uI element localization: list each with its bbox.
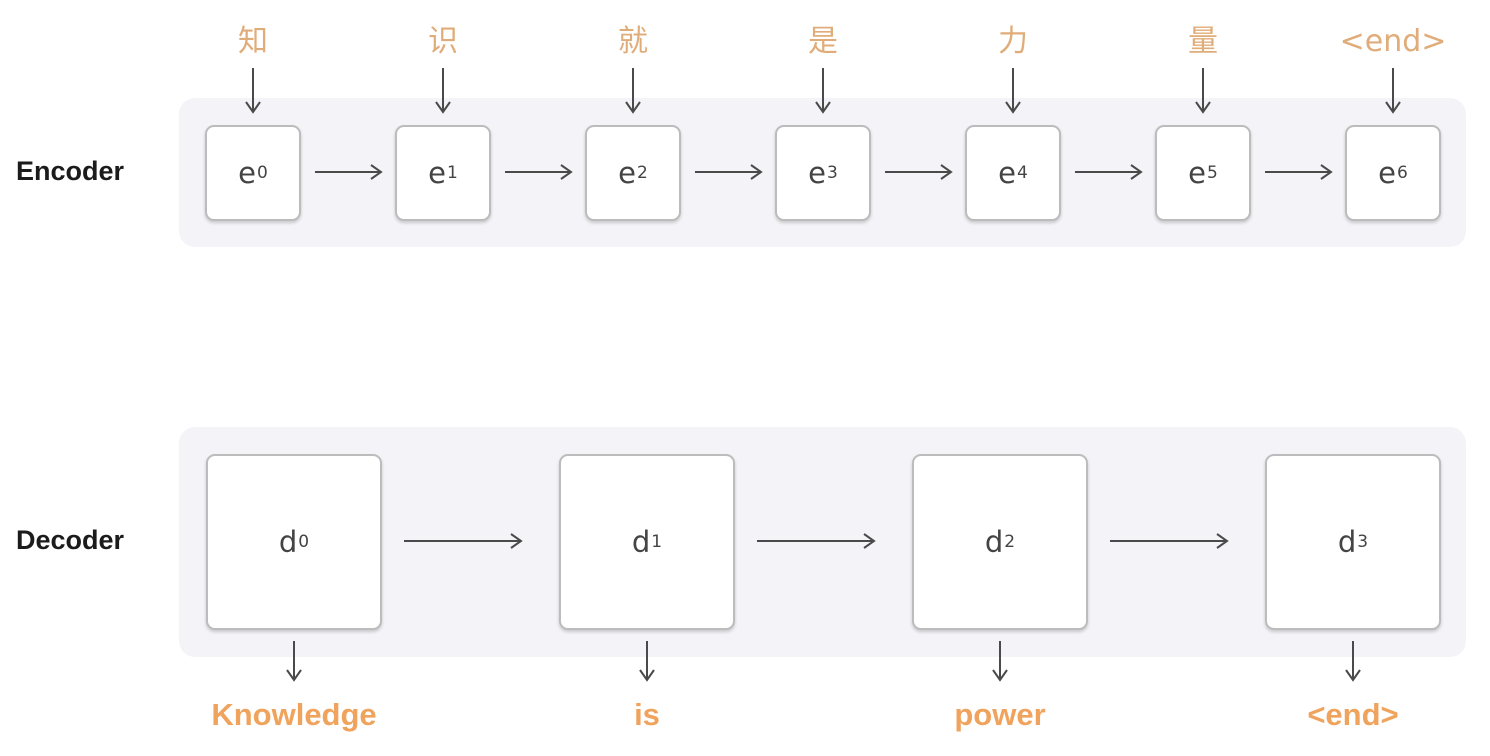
decoder-cell-2-base: d bbox=[984, 525, 1004, 559]
encoder-cell-3-subscript: 3 bbox=[827, 163, 838, 183]
encoder-cell-3-base: e bbox=[808, 156, 826, 190]
encoder-cell-1-base: e bbox=[428, 156, 446, 190]
encoder-flow-arrow-0 bbox=[315, 164, 383, 180]
encoder-input-token-0: 知 bbox=[238, 24, 268, 59]
encoder-input-token-3: 是 bbox=[808, 24, 838, 59]
encoder-input-token-2: 就 bbox=[618, 24, 648, 59]
decoder-cell-3-base: d bbox=[1337, 525, 1357, 559]
encoder-cell-5-subscript: 5 bbox=[1207, 163, 1218, 183]
decoder-cell-0-subscript: 0 bbox=[298, 532, 310, 552]
decoder-output-token-2: power bbox=[954, 697, 1046, 732]
encoder-cell-0-subscript: 0 bbox=[257, 163, 268, 183]
decoder-cell-2-subscript: 2 bbox=[1004, 532, 1016, 552]
encoder-cell-1-subscript: 1 bbox=[447, 163, 458, 183]
encoder-cell-0-base: e bbox=[238, 156, 256, 190]
encoder-flow-arrow-5 bbox=[1265, 164, 1333, 180]
encoder-flow-arrow-4 bbox=[1075, 164, 1143, 180]
encoder-cell-2-subscript: 2 bbox=[637, 163, 648, 183]
encoder-flow-arrow-2 bbox=[695, 164, 763, 180]
encoder-input-arrow-1 bbox=[435, 68, 451, 114]
encoder-input-token-5: 量 bbox=[1188, 24, 1218, 59]
encoder-cell-2-base: e bbox=[618, 156, 636, 190]
decoder-flow-arrow-1 bbox=[757, 533, 876, 549]
decoder-output-arrow-1 bbox=[639, 641, 655, 682]
encoder-cell-4-subscript: 4 bbox=[1017, 163, 1028, 183]
encoder-input-arrow-5 bbox=[1195, 68, 1211, 114]
encoder-input-arrow-2 bbox=[625, 68, 641, 114]
decoder-output-arrow-2 bbox=[992, 641, 1008, 682]
decoder-cell-0-base: d bbox=[278, 525, 298, 559]
decoder-output-token-1: is bbox=[634, 697, 660, 732]
decoder-output-arrow-3 bbox=[1345, 641, 1361, 682]
encoder-flow-arrow-3 bbox=[885, 164, 953, 180]
encoder-input-arrow-6 bbox=[1385, 68, 1401, 114]
encoder-input-token-1: 识 bbox=[428, 24, 458, 59]
encoder-flow-arrow-1 bbox=[505, 164, 573, 180]
encoder-label: Encoder bbox=[16, 156, 125, 186]
encoder-input-token-4: 力 bbox=[998, 24, 1028, 59]
encoder-cell-5-base: e bbox=[1188, 156, 1206, 190]
encoder-input-arrow-3 bbox=[815, 68, 831, 114]
decoder-output-arrow-0 bbox=[286, 641, 302, 682]
encoder-cell-4-base: e bbox=[998, 156, 1016, 190]
decoder-flow-arrow-2 bbox=[1110, 533, 1229, 549]
decoder-output-token-3: <end> bbox=[1307, 697, 1399, 732]
encoder-cell-6-subscript: 6 bbox=[1397, 163, 1408, 183]
decoder-output-token-0: Knowledge bbox=[211, 697, 377, 732]
encoder-cell-6-base: e bbox=[1378, 156, 1396, 190]
decoder-cell-1-base: d bbox=[631, 525, 651, 559]
decoder-cell-3-subscript: 3 bbox=[1357, 532, 1369, 552]
decoder-label: Decoder bbox=[16, 525, 125, 555]
decoder-flow-arrow-0 bbox=[404, 533, 523, 549]
encoder-input-arrow-0 bbox=[245, 68, 261, 114]
encoder-input-token-6: <end> bbox=[1339, 24, 1447, 59]
decoder-cell-1-subscript: 1 bbox=[651, 532, 663, 552]
encoder-input-arrow-4 bbox=[1005, 68, 1021, 114]
